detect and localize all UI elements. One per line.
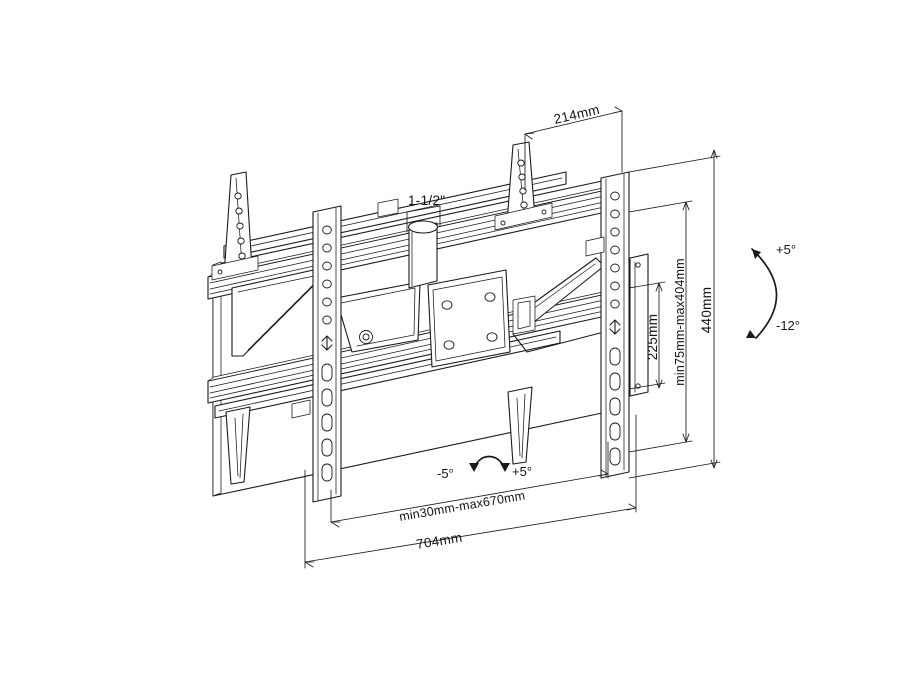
bottom-arm-center — [507, 386, 533, 465]
swivel-angle-indicator: -5° +5° — [437, 455, 532, 481]
connector-block-upper-right — [585, 236, 605, 257]
left-center-vertical-rail-group — [312, 205, 342, 503]
left-center-rail-arrow-marker — [321, 335, 333, 351]
right-brace-end-slot — [517, 300, 531, 330]
dimension-440mm: 440mm — [628, 149, 721, 479]
right-lower-brace — [512, 332, 601, 353]
lower-rail-highlight-3 — [209, 310, 605, 399]
dim-440-arrow-top — [710, 149, 718, 159]
right-brace-end-bracket — [512, 295, 536, 335]
top-extension-arms-group — [211, 141, 553, 281]
dim-vesa-h-arrow-bottom — [682, 433, 690, 443]
rail-connector-blocks — [291, 198, 605, 419]
dim-440mm-label: 440mm — [699, 287, 714, 334]
tilt-arc-arrow-top — [752, 249, 761, 259]
dim-vesa-h-ext-top — [628, 200, 693, 213]
right-bar-hole-top — [635, 262, 641, 268]
dim-vesa-w-arrow-right — [598, 469, 609, 477]
mounting-pipe-top-ellipse — [407, 220, 439, 234]
bottom-arm-left-inner — [234, 417, 239, 477]
left-center-rail-slot-holes — [321, 363, 333, 482]
tilt-angle-indicator: +5° -12° — [746, 242, 800, 339]
upper-secondary-rail — [223, 171, 567, 259]
top-arm-center-holes — [517, 159, 528, 209]
dim-225mm-label: 225mm — [645, 314, 660, 361]
lower-rail-highlight-2 — [209, 305, 605, 394]
dim-214-arrow-left — [524, 132, 535, 140]
dim-225-arrow-bottom — [655, 379, 663, 389]
dim-440-arrow-bottom — [710, 459, 718, 469]
right-sliding-bar-group — [629, 253, 649, 397]
top-arm-center-foot-hole-r — [541, 209, 547, 215]
dim-440-ext-bottom — [628, 461, 721, 479]
left-center-rail-round-holes — [322, 225, 332, 325]
dim-704-line — [304, 507, 637, 563]
right-rail-slot-holes — [609, 347, 621, 466]
vesa-hole-top-left — [441, 300, 453, 310]
dim-vesa-w-line — [330, 473, 609, 523]
bottom-arm-left — [225, 406, 251, 485]
center-vesa-plate-inner-border — [432, 276, 506, 362]
vesa-hole-top-right — [484, 292, 496, 302]
swivel-right-label: +5° — [512, 464, 532, 479]
right-rail-round-holes — [610, 191, 620, 309]
dim-pipe-label: 1-1/2" — [408, 193, 445, 208]
dim-225-arrow-top — [655, 282, 663, 292]
bottom-arm-center-inner-2 — [521, 393, 526, 459]
tilt-down-label: -12° — [776, 318, 800, 333]
dimension-vesa-height: min75mm-max404mm — [628, 200, 693, 453]
tilt-arc-arrow-bottom — [746, 330, 756, 338]
dim-vesa-w-arrow-left — [330, 521, 341, 528]
right-vertical-rail-group — [600, 171, 630, 479]
dim-704mm-label: 704mm — [415, 530, 463, 552]
left-brace-gusset — [231, 268, 319, 357]
dim-pipe-line — [406, 205, 441, 213]
top-arm-center-foot — [494, 202, 553, 231]
top-arm-left-foot-hole — [217, 269, 223, 275]
top-arm-center-foot-hole-l — [500, 220, 506, 226]
vesa-hole-bottom-left — [443, 340, 455, 350]
tilt-arc-path — [751, 248, 778, 339]
right-rail-arrow-marker — [609, 319, 621, 335]
dim-704-arrow-left — [304, 561, 315, 568]
center-vesa-plate — [427, 269, 511, 368]
dimension-225mm: 225mm — [628, 281, 666, 390]
dim-704-arrow-right — [626, 503, 637, 511]
top-arm-left-holes — [234, 192, 246, 260]
swivel-arc-arrow-left — [469, 463, 479, 472]
upper-secondary-rail-line — [227, 177, 563, 252]
connector-block-lower-left — [291, 399, 311, 419]
bottom-arm-left-inner-2 — [239, 413, 244, 479]
dimension-704mm: 704mm — [304, 414, 637, 569]
mounting-pipe-group — [407, 220, 439, 289]
top-arm-left-foot — [211, 255, 259, 281]
pivot-boss-inner — [362, 333, 370, 341]
dim-vesa-h-arrow-top — [682, 201, 690, 211]
tilt-up-label: +5° — [776, 242, 796, 257]
brace-arms-group — [231, 257, 605, 357]
dim-214-line — [524, 110, 623, 135]
bottom-hanging-arms-group — [225, 386, 533, 485]
dim-214-arrow-right — [612, 106, 623, 114]
vesa-hole-bottom-right — [486, 332, 498, 342]
center-left-brace-inner — [340, 287, 416, 347]
left-center-vertical-rail — [312, 205, 342, 503]
dim-vesa-height-label: min75mm-max404mm — [673, 258, 687, 386]
dim-vesa-h-ext-bottom — [628, 440, 693, 453]
center-vesa-plate-group — [427, 269, 511, 368]
swivel-arc-arrow-right — [500, 463, 510, 472]
swivel-left-label: -5° — [437, 466, 454, 481]
right-sliding-bar — [629, 253, 649, 397]
dimension-pipe-diameter: 1-1/2" — [406, 193, 445, 233]
connector-block-upper-left — [377, 198, 399, 218]
dim-440-ext-top — [628, 155, 721, 173]
bottom-arm-center-inner — [516, 397, 521, 457]
